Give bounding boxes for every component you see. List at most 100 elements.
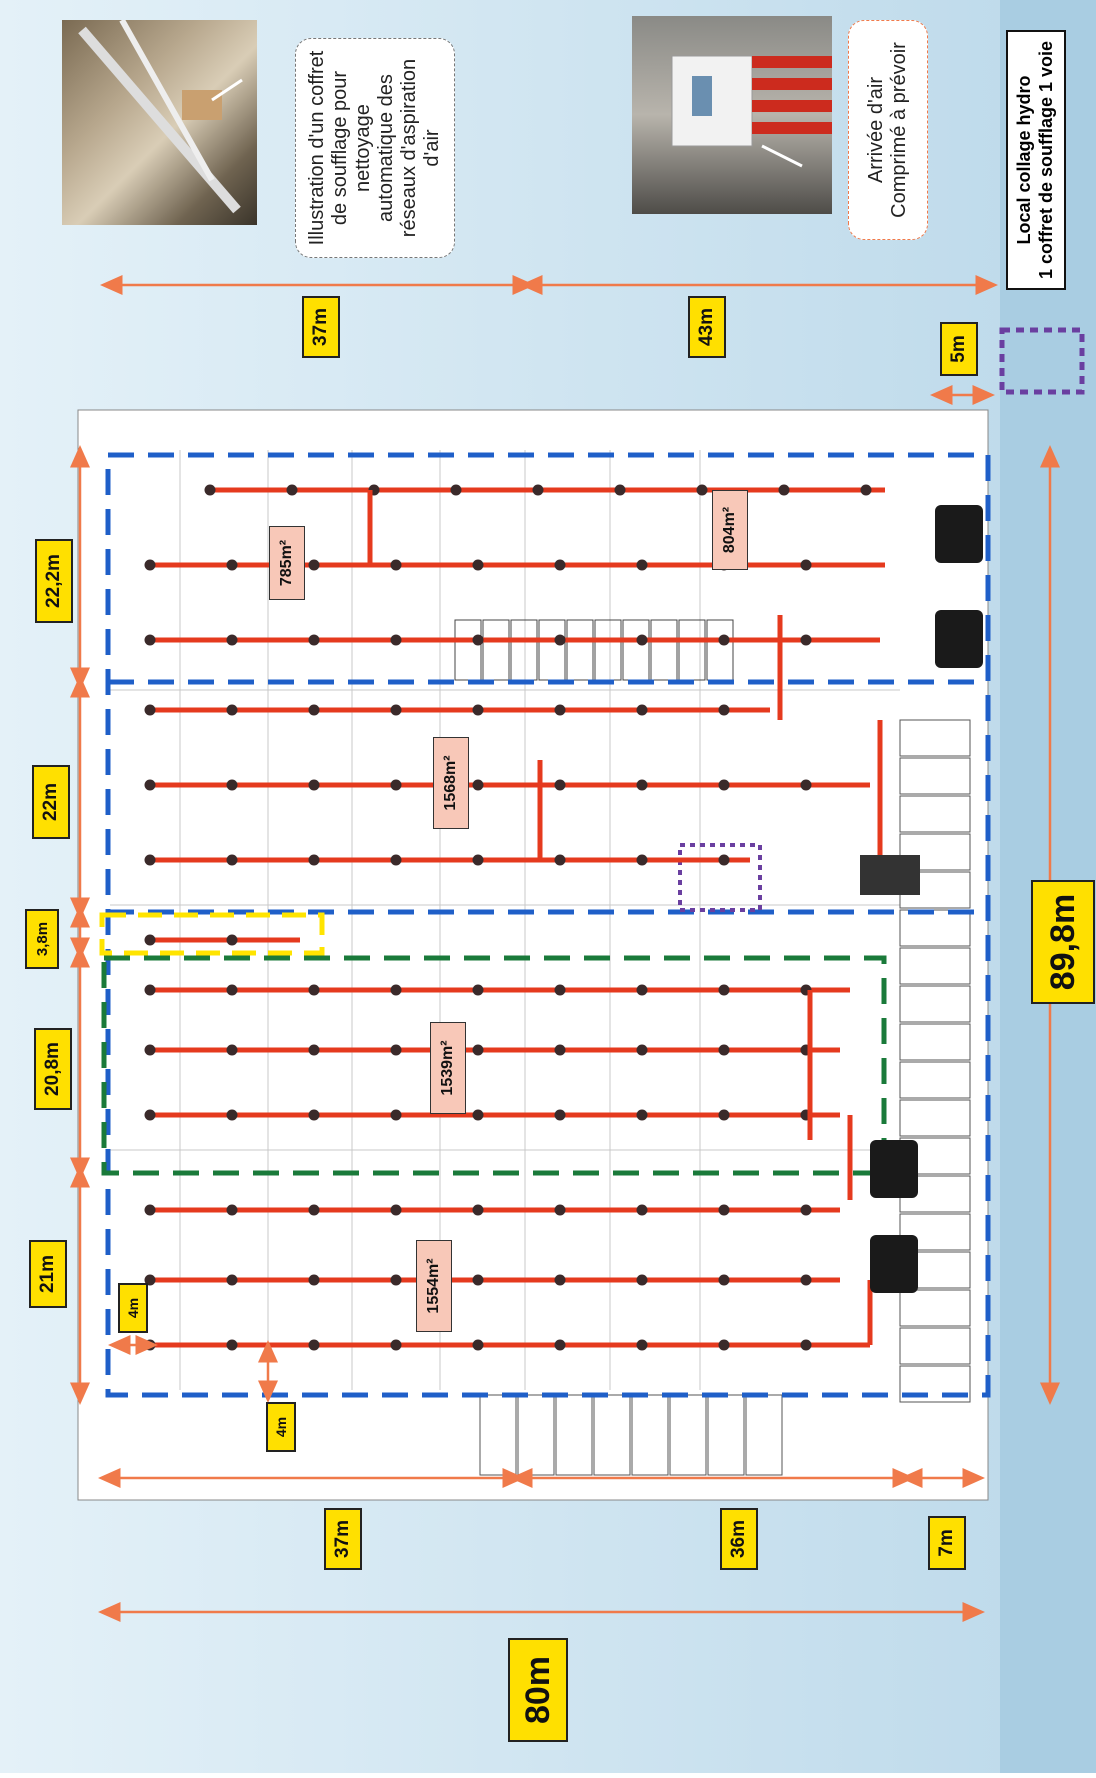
duct-pickup [450, 484, 462, 496]
duct-pickup [308, 984, 320, 996]
duct-pickup [718, 779, 730, 791]
duct-pickup [390, 984, 402, 996]
duct-pickup [472, 779, 484, 791]
duct-pickup [636, 1274, 648, 1286]
aspiration-unit [935, 610, 983, 668]
duct-pickup [636, 779, 648, 791]
aspiration-unit [935, 505, 983, 563]
duct-pickup [800, 1204, 812, 1216]
duct-pickup [636, 984, 648, 996]
duct-pickup [390, 1109, 402, 1121]
duct-pickup [204, 484, 216, 496]
duct-pickup [554, 1044, 566, 1056]
duct-pickup [636, 1339, 648, 1351]
duct-pickup [800, 1339, 812, 1351]
duct-pickup [554, 1274, 566, 1286]
office-room [899, 795, 971, 833]
duct-pickup [308, 1044, 320, 1056]
office-room [899, 909, 971, 947]
office-room [899, 1213, 971, 1251]
office-room [899, 1327, 971, 1365]
office-room [899, 985, 971, 1023]
dim-bottom-2: 36m [720, 1508, 758, 1570]
duct-pickup [554, 779, 566, 791]
duct-pickup [800, 634, 812, 646]
air-supply-line2: Comprimé à prévoir [888, 42, 910, 218]
blower-illustration-note: Illustration d'un coffret de soufflage p… [295, 38, 455, 258]
air-supply-line1: Arrivée d'air [865, 76, 887, 184]
duct-pickup [308, 1339, 320, 1351]
duct-pickup [718, 704, 730, 716]
duct-pickup [636, 1109, 648, 1121]
duct-pickup [554, 854, 566, 866]
duct-pickup [226, 1044, 238, 1056]
dim-left-4: 20,8m [34, 1028, 72, 1110]
zone-area-1568: 1568m² [433, 737, 469, 829]
duct-pickup [390, 1339, 402, 1351]
duct-pickup [308, 779, 320, 791]
zone-outline-green [101, 955, 887, 1176]
duct-pickup [472, 704, 484, 716]
duct-pickup [636, 634, 648, 646]
duct-pickup [286, 484, 298, 496]
duct-pickup [226, 779, 238, 791]
duct-pickup [226, 984, 238, 996]
photo-blower-box [632, 16, 832, 214]
duct-pickup [800, 1274, 812, 1286]
duct-pickup [636, 559, 648, 571]
office-room [899, 833, 971, 871]
duct-pickup [390, 634, 402, 646]
zone-boundaries [99, 327, 1085, 1398]
duct-pickup [226, 634, 238, 646]
zone-outline-yellow [99, 912, 325, 956]
blower-box [860, 855, 920, 895]
dim-offset-bottom: 4m [266, 1402, 296, 1452]
office-room [899, 947, 971, 985]
duct-pickup [554, 559, 566, 571]
duct-pickup [472, 1204, 484, 1216]
duct-pickup [800, 559, 812, 571]
duct-pickup [226, 704, 238, 716]
duct-pickup [226, 1339, 238, 1351]
duct-pickup [144, 984, 156, 996]
dim-bottom-3: 7m [928, 1516, 966, 1570]
duct-pickup [226, 1204, 238, 1216]
building-outline [77, 409, 989, 1501]
zone-area-785: 785m² [269, 526, 305, 600]
office-room [899, 1289, 971, 1327]
duct-pickup [718, 634, 730, 646]
duct-pickup [472, 1109, 484, 1121]
duct-pickup [554, 1339, 566, 1351]
zone-outline-blue [105, 452, 991, 1398]
room-note: Local collage hydro 1 coffret de souffla… [1006, 30, 1066, 290]
office-room [482, 619, 510, 681]
duct-pickup [718, 1109, 730, 1121]
duct-pickup [144, 934, 156, 946]
duct-pickup [860, 484, 872, 496]
duct-pickup [532, 484, 544, 496]
duct-pickup [718, 1339, 730, 1351]
duct-pickup [144, 854, 156, 866]
dim-left-2: 22m [32, 765, 70, 839]
blower-illustration-text: Illustration d'un coffret de soufflage p… [306, 50, 443, 246]
office-room [899, 757, 971, 795]
duct-pickup [308, 1274, 320, 1286]
duct-pickup [636, 1044, 648, 1056]
duct-pickup [226, 559, 238, 571]
duct-pickup [718, 1204, 730, 1216]
zone-outline-purple-room [999, 327, 1085, 395]
duct-pickup [144, 1044, 156, 1056]
duct-pickup [390, 779, 402, 791]
duct-pickup [636, 854, 648, 866]
interior-walls [110, 450, 900, 1390]
air-supply-note: Arrivée d'air Comprimé à prévoir [848, 20, 928, 240]
duct-pickup [696, 484, 708, 496]
duct-pickup [390, 1274, 402, 1286]
duct-pickup [308, 559, 320, 571]
dim-top-3: 5m [940, 322, 978, 376]
office-room [899, 719, 971, 757]
dim-overall-length: 89,8m [1031, 880, 1095, 1004]
dim-left-5: 21m [29, 1240, 67, 1308]
duct-pickup [554, 634, 566, 646]
